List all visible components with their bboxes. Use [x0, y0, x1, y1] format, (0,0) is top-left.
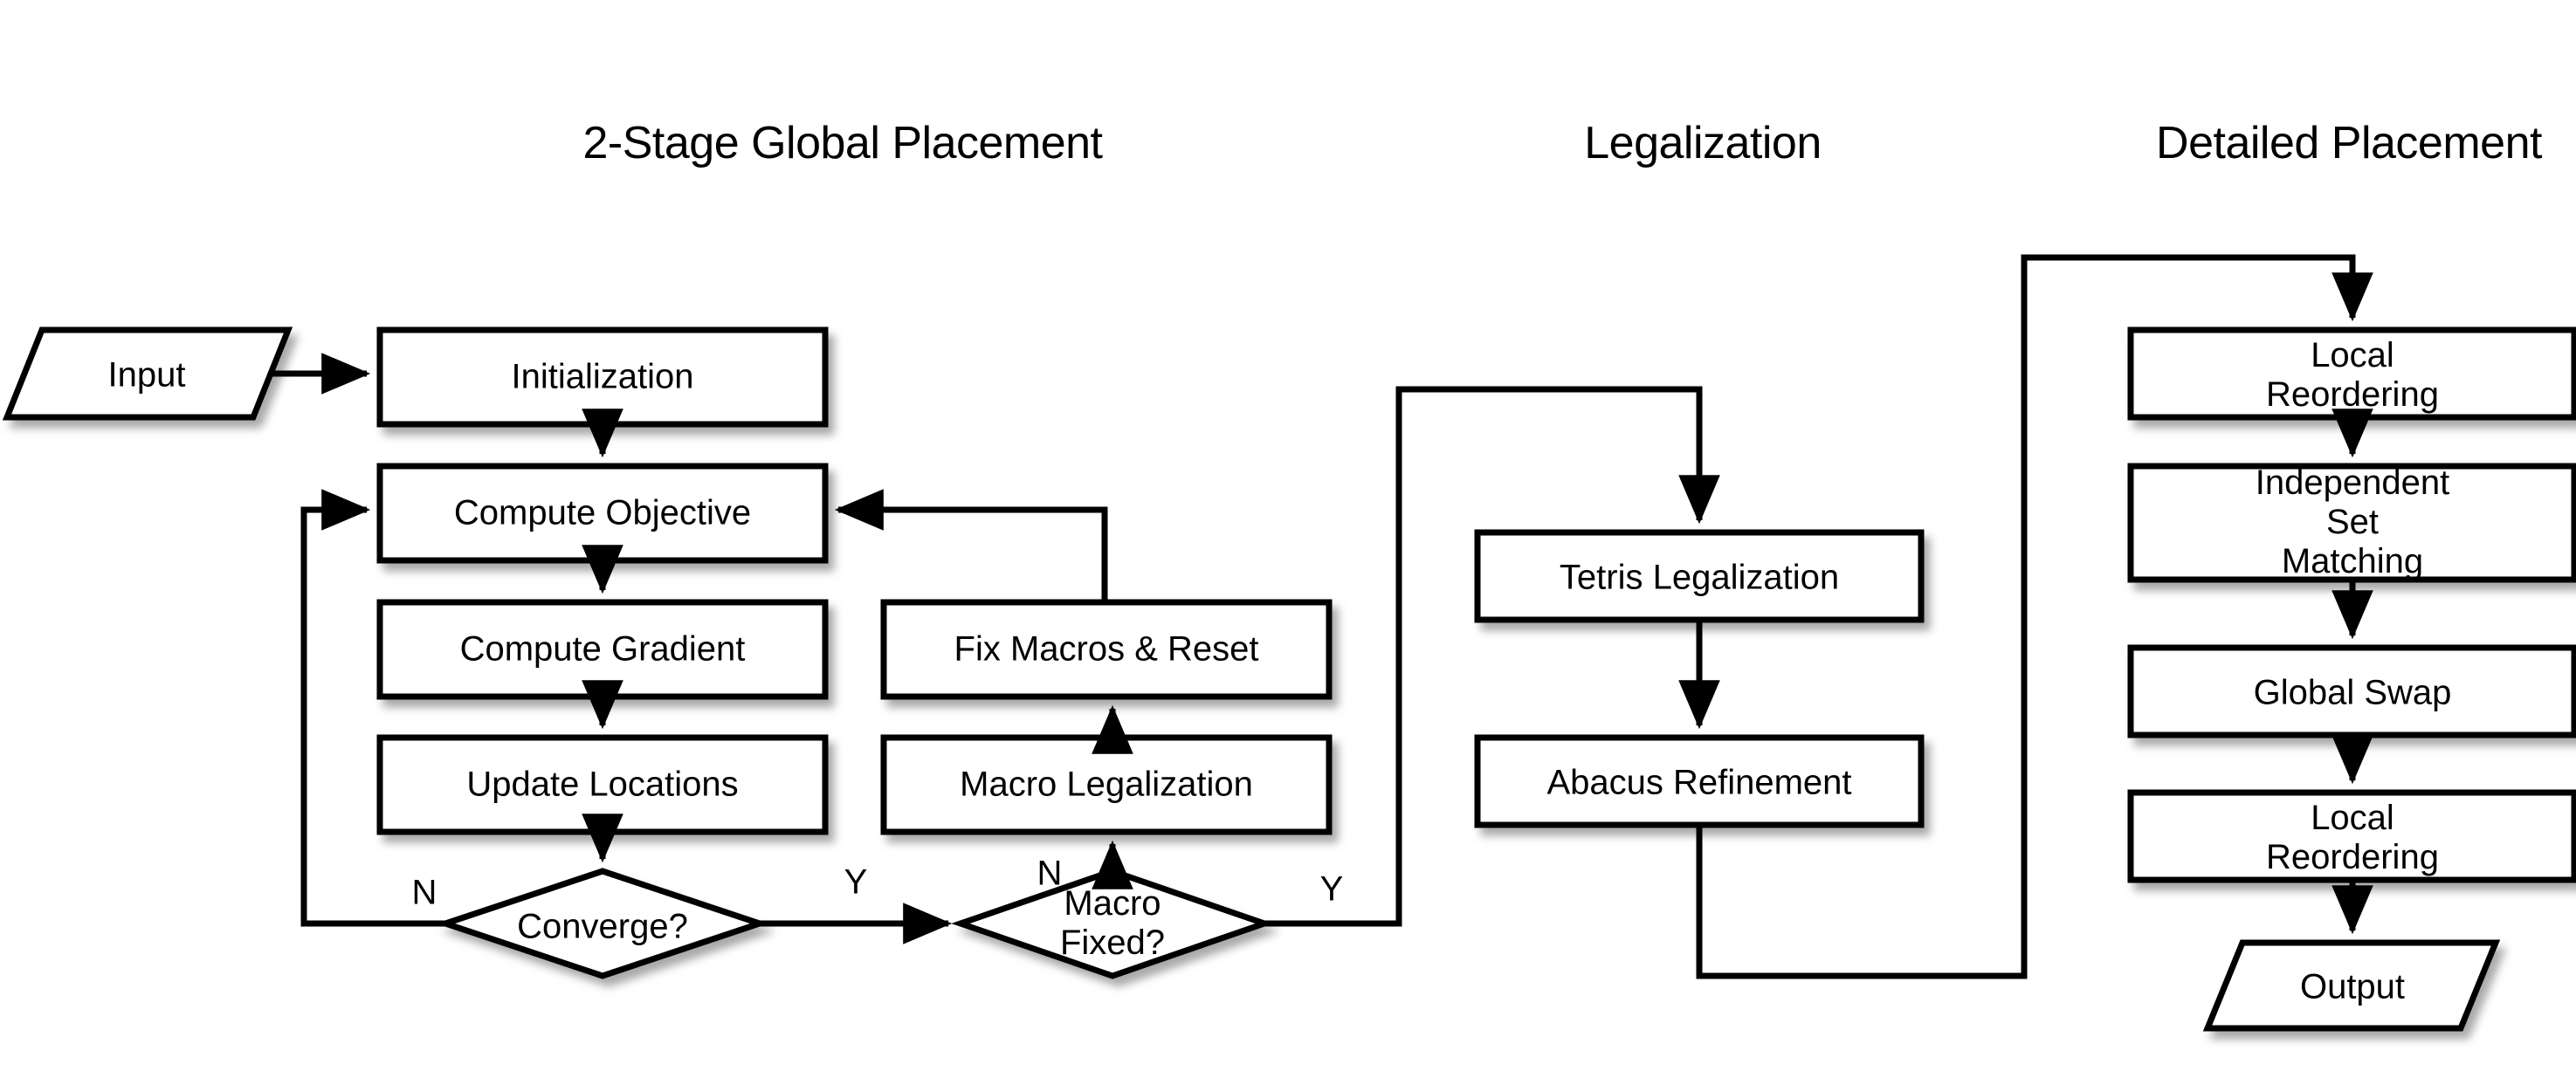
edge-label-macro-fixed-yes: Y: [1319, 869, 1344, 909]
node-compute-gradient-shape[interactable]: [376, 599, 829, 700]
edge-macro-fixed-yes-to-tetris: [1264, 386, 1720, 927]
section-title-global-placement: 2-Stage Global Placement: [582, 118, 1103, 168]
edge-label-converge-yes: Y: [844, 862, 868, 902]
node-global-swap-shape[interactable]: [2127, 644, 2576, 738]
node-converge-shape[interactable]: [435, 868, 770, 979]
node-abacus-shape[interactable]: [1474, 734, 1925, 828]
edge-label-macro-fixed-no: N: [1037, 854, 1063, 893]
node-output-shape[interactable]: [2202, 939, 2501, 1032]
section-title-detailed-placement: Detailed Placement: [2156, 118, 2542, 168]
edge-label-converge-no: N: [411, 873, 437, 912]
node-input-shape[interactable]: [2, 326, 293, 421]
section-title-legalization: Legalization: [1584, 118, 1822, 168]
edge-converge-no-to-compute-objective: [300, 489, 445, 927]
node-connectors: [271, 254, 2373, 979]
node-local-reorder-2-shape[interactable]: [2127, 789, 2576, 883]
node-update-locations-shape[interactable]: [376, 734, 829, 835]
node-tetris-shape[interactable]: [1474, 529, 1925, 623]
node-independent-set-shape[interactable]: [2127, 463, 2576, 583]
node-local-reorder-1-shape[interactable]: [2127, 326, 2576, 421]
node-macro-fixed-shape[interactable]: [951, 868, 1274, 979]
node-compute-objective-shape[interactable]: [376, 463, 829, 564]
node-fix-macros-reset-shape[interactable]: [880, 599, 1333, 700]
edge-abacus-to-local-reorder-1: [1696, 254, 2373, 979]
edge-fix-macros-reset-to-compute-objective: [834, 489, 1108, 602]
node-initialization-shape[interactable]: [376, 326, 829, 428]
node-macro-legalization-shape[interactable]: [880, 734, 1333, 835]
